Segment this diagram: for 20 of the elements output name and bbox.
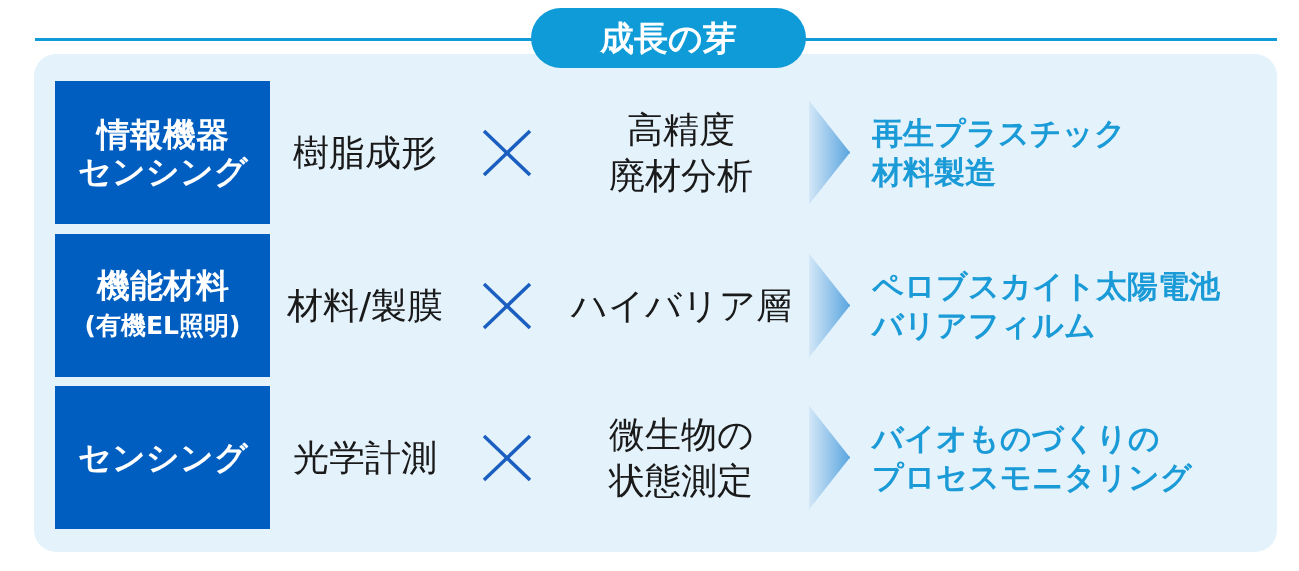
technology-label: 樹脂成形 (293, 130, 437, 175)
section-title: 成長の芽 (531, 8, 806, 68)
category-box (55, 386, 270, 529)
category-box (55, 81, 270, 224)
technology-label: 材料/製膜 (286, 283, 444, 328)
technology-label: ハイバリア層 (553, 282, 809, 329)
technology-label: 微生物の状態測定 (553, 411, 809, 504)
chevron-arrow (808, 253, 851, 358)
outcome-label: バイオものづくりのプロセスモニタリング (850, 418, 1192, 497)
chevron-arrow (808, 100, 851, 205)
chevron-arrow (808, 405, 851, 510)
category-title: 情報機器センシング (77, 115, 248, 190)
category-title: 機能材料 (96, 267, 229, 304)
category-box (55, 234, 270, 377)
technology-label: 光学計測 (293, 435, 437, 480)
technology-label: 高精度廃材分析 (553, 106, 809, 199)
outcome-label: ペロブスカイト太陽電池バリアフィルム (850, 266, 1220, 345)
category-title: センシング (77, 439, 248, 476)
outcome-label: 再生プラスチック材料製造 (850, 113, 1126, 192)
category-subtitle: (有機EL照明) (84, 310, 241, 342)
